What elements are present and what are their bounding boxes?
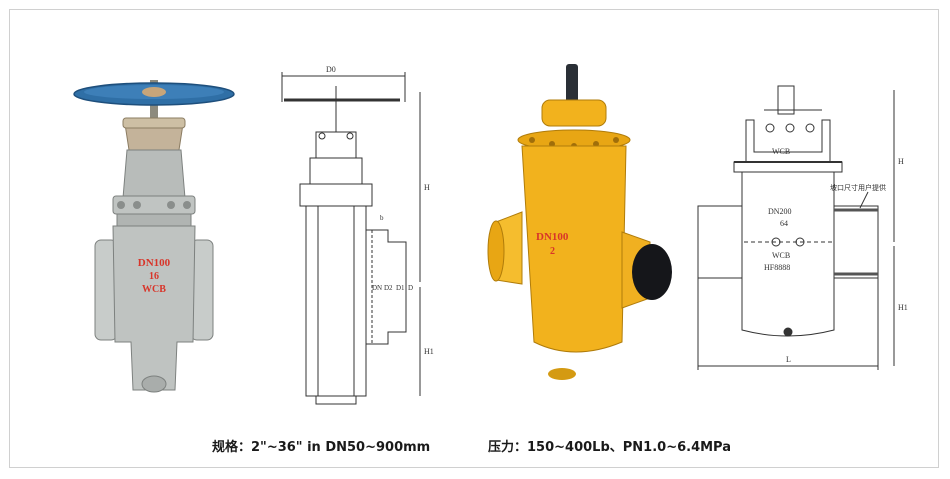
drawing2-note: 坡口尺寸用户提供 (830, 183, 886, 192)
dim2-h1: H1 (898, 303, 908, 312)
flanged-valve-drawing: D0 H H1 DN D2 D1 D b (281, 65, 434, 405)
gray-gate-valve-photo: DN100 16 WCB (73, 80, 235, 393)
photo1-marking-1: DN100 (138, 257, 171, 269)
dim-d: D (408, 284, 413, 292)
photo2-marking-1: DN100 (536, 231, 569, 243)
dim-h: H (424, 183, 430, 192)
weld-end-valve-drawing: WCB DN200 64 WCB HF8888 坡口尺寸用户提供 H H1 L (697, 85, 908, 370)
spec-caption: 规格：2"~36" in DN50~900mm (212, 440, 431, 455)
photo1-marking-2: 16 (149, 271, 159, 282)
dim2-l: L (786, 355, 791, 364)
photo2-marking-2: 2 (550, 246, 555, 257)
yellow-gate-valve-photo: DN100 2 (487, 64, 672, 380)
dim-d2: D2 (384, 284, 393, 292)
dim2-h: H (898, 157, 904, 166)
drawing2-marking-4: HF8888 (764, 263, 790, 272)
dim-d1: D1 (396, 284, 405, 292)
drawing2-marking-3: WCB (772, 251, 790, 260)
dim-dn: DN (372, 284, 382, 292)
end-cap (632, 244, 672, 300)
drawing2-marking-2: 64 (780, 219, 788, 228)
photo1-marking-3: WCB (142, 284, 166, 295)
dim-h1: H1 (424, 347, 434, 356)
dim-b: b (380, 214, 384, 222)
drawing2-bonnet-marking: WCB (772, 147, 790, 156)
dim-d0: D0 (326, 65, 336, 74)
drawing2-marking-1: DN200 (768, 207, 792, 216)
pressure-caption: 压力：150~400Lb、PN1.0~6.4MPa (488, 440, 732, 455)
